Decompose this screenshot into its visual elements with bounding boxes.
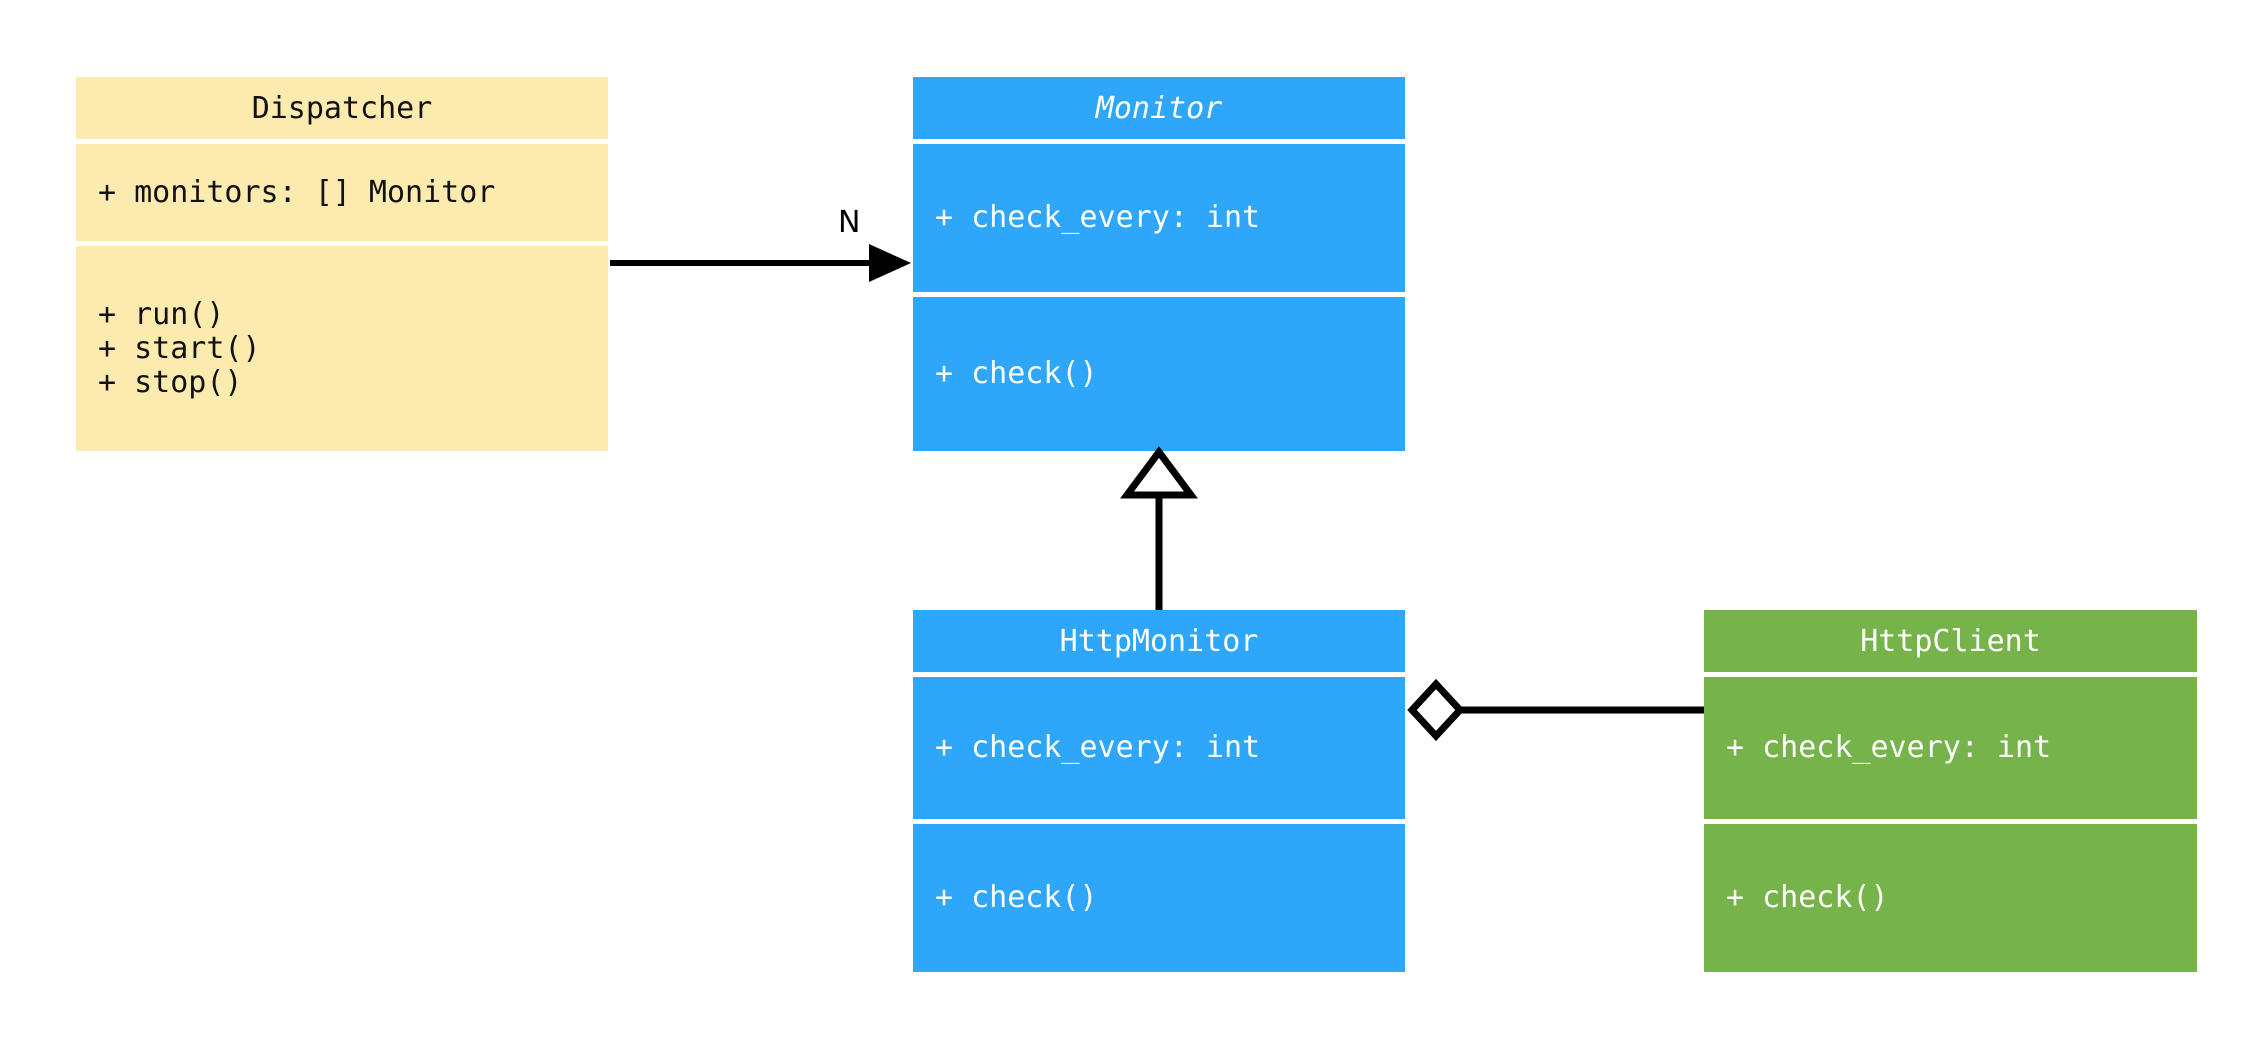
attribute-row: + check_every: int — [1726, 730, 2052, 765]
class-attributes-compartment-monitor: + check_every: int — [913, 144, 1405, 292]
class-name-http-monitor: HttpMonitor — [1059, 623, 1259, 659]
attribute-row: + check_every: int — [935, 730, 1261, 765]
edge-http-monitor-to-http-client — [1407, 678, 1704, 742]
edge-label-multiplicity-n: N — [838, 205, 861, 240]
class-methods-compartment-dispatcher: + run() + start() + stop() — [76, 246, 608, 451]
filled-triangle-arrowhead-icon — [869, 244, 911, 282]
attribute-row: + monitors: [] Monitor — [98, 174, 496, 210]
method-row: + check() — [935, 880, 1098, 915]
method-row: + check() — [935, 356, 1098, 391]
edge-http-monitor-to-monitor — [1120, 446, 1198, 610]
class-attributes-compartment-http-monitor: + check_every: int — [913, 677, 1405, 819]
hollow-triangle-arrowhead-icon — [1120, 446, 1198, 499]
class-name-dispatcher: Dispatcher — [251, 90, 433, 126]
edge-dispatcher-to-monitor — [610, 244, 911, 282]
attribute-row: + check_every: int — [935, 200, 1261, 235]
method-row: + check() — [1726, 880, 1889, 915]
class-title-compartment-http-client: HttpClient — [1704, 610, 2197, 672]
class-attributes-compartment-http-client: + check_every: int — [1704, 677, 2197, 819]
class-box-monitor[interactable]: Monitor + check_every: int + check() — [913, 77, 1405, 451]
hollow-diamond-aggregation-icon — [1407, 678, 1465, 742]
class-methods-compartment-http-monitor: + check() — [913, 824, 1405, 972]
class-box-dispatcher[interactable]: Dispatcher + monitors: [] Monitor + run(… — [76, 77, 608, 451]
method-row: + run() — [98, 296, 225, 332]
class-box-http-monitor[interactable]: HttpMonitor + check_every: int + check() — [913, 610, 1405, 972]
class-name-monitor: Monitor — [1095, 90, 1223, 126]
class-box-http-client[interactable]: HttpClient + check_every: int + check() — [1704, 610, 2197, 972]
class-title-compartment-monitor: Monitor — [913, 77, 1405, 139]
class-title-compartment-http-monitor: HttpMonitor — [913, 610, 1405, 672]
class-methods-compartment-http-client: + check() — [1704, 824, 2197, 972]
method-row: + stop() — [98, 364, 243, 400]
class-title-compartment-dispatcher: Dispatcher — [76, 77, 608, 139]
class-methods-compartment-monitor: + check() — [913, 297, 1405, 451]
method-row: + start() — [98, 330, 261, 366]
class-attributes-compartment-dispatcher: + monitors: [] Monitor — [76, 144, 608, 241]
class-name-http-client: HttpClient — [1860, 623, 2041, 659]
